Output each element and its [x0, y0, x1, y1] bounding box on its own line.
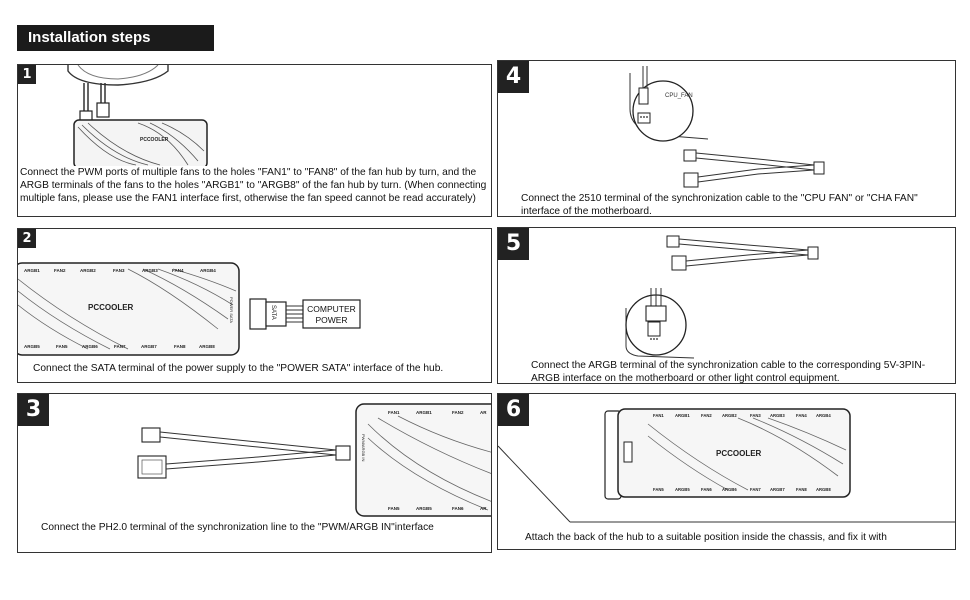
step-number-badge: 3 [18, 394, 49, 426]
hub-brand: PCCOOLER [88, 303, 134, 312]
port-label: FAN5 [388, 506, 400, 511]
port-label: ARGB5 [675, 487, 690, 492]
port-label: ARGB1 [675, 413, 690, 418]
port-label: FAN5 [653, 487, 664, 492]
port-label: ARGB4 [816, 413, 831, 418]
step-1-caption: Connect the PWM ports of multiple fans t… [20, 166, 488, 205]
port-label: ARGB2 [80, 268, 96, 273]
connector-label: SATA [270, 305, 276, 320]
step-number-badge: 1 [18, 65, 36, 84]
port-label: FAN8 [174, 344, 186, 349]
step-6-panel: 6 FAN1 ARGB1 FAN2 ARGB2 FAN3 ARGB3 FAN4 … [497, 393, 956, 550]
step-1-illustration: PCCOOLER [67, 65, 208, 169]
port-label: ARGB8 [199, 344, 215, 349]
port-label: ARGB5 [416, 506, 432, 511]
port-label: FAN7 [750, 487, 761, 492]
step-4-illustration: CPU_FAN [629, 66, 825, 188]
port-label: FAN1 [653, 413, 664, 418]
port-label: FAN2 [54, 268, 66, 273]
port-label: FAN4 [796, 413, 807, 418]
port-label: FAN7 [114, 344, 126, 349]
step-4-caption: Connect the 2510 terminal of the synchro… [521, 192, 941, 216]
port-label: ARGB3 [770, 413, 785, 418]
step-5-illustration [625, 235, 819, 359]
header-label: CPU_FAN [665, 93, 693, 99]
port-label: AR [480, 410, 487, 415]
step-2-panel: 2 ARGB1 FAN2 ARGB2 FAN3 ARGB3 FAN4 ARGB4… [17, 228, 492, 383]
hub-brand: PCCOOLER [716, 449, 762, 458]
port-label: FAN6 [701, 487, 712, 492]
step-5-caption: Connect the ARGB terminal of the synchro… [531, 359, 931, 383]
step-3-panel: 3 FAN1 ARGB1 FAN2 AR FAN5 ARGB5 FAN6 AR … [17, 393, 492, 553]
step-5-panel: 5 Connect the ARGB terminal of the synch… [497, 227, 956, 384]
hub-brand: PCCOOLER [140, 137, 169, 143]
step-6-caption: Attach the back of the hub to a suitable… [525, 531, 945, 544]
port-label: ARGB4 [200, 268, 216, 273]
step-3-caption: Connect the PH2.0 terminal of the synchr… [41, 521, 471, 534]
port-label: FAN3 [750, 413, 761, 418]
port-label: FAN3 [113, 268, 125, 273]
port-label: FAN6 [452, 506, 464, 511]
side-port-label: POWER SATA [229, 297, 234, 323]
port-label: ARGB6 [82, 344, 98, 349]
step-1-panel: 1 PCCOOLER Connect the PWM ports of mult… [17, 64, 492, 217]
step-3-illustration: FAN1 ARGB1 FAN2 AR FAN5 ARGB5 FAN6 AR PW… [137, 403, 491, 517]
port-label: FAN8 [796, 487, 807, 492]
power-label-line2: POWER [315, 315, 347, 325]
port-label: ARGB7 [141, 344, 157, 349]
port-label: ARGB3 [142, 268, 158, 273]
port-label: ARGB6 [722, 487, 737, 492]
port-label: AR [480, 506, 487, 511]
port-label: ARGB5 [24, 344, 40, 349]
port-label: FAN2 [452, 410, 464, 415]
step-number-badge: 6 [498, 394, 529, 426]
section-title: Installation steps [17, 25, 214, 51]
port-label: FAN2 [701, 413, 712, 418]
port-label: FAN5 [56, 344, 68, 349]
step-4-panel: 4 CPU_FAN Connect the 2510 terminal of t… [497, 60, 956, 217]
port-label: ARGB7 [770, 487, 785, 492]
port-label: FAN4 [172, 268, 184, 273]
step-number-badge: 5 [498, 228, 529, 260]
port-label: FAN1 [388, 410, 400, 415]
port-label: ARGB8 [816, 487, 831, 492]
step-2-caption: Connect the SATA terminal of the power s… [33, 362, 483, 375]
step-number-badge: 2 [18, 229, 36, 248]
step-number-badge: 4 [498, 61, 529, 93]
power-label-line1: COMPUTER [307, 304, 356, 314]
port-label: ARGB1 [416, 410, 432, 415]
side-port-label: PWM/ARGB IN [361, 434, 366, 461]
step-2-illustration: ARGB1 FAN2 ARGB2 FAN3 ARGB3 FAN4 ARGB4 A… [18, 262, 361, 356]
port-label: ARGB2 [722, 413, 737, 418]
step-6-illustration: FAN1 ARGB1 FAN2 ARGB2 FAN3 ARGB3 FAN4 AR… [498, 408, 955, 523]
port-label: ARGB1 [24, 268, 40, 273]
